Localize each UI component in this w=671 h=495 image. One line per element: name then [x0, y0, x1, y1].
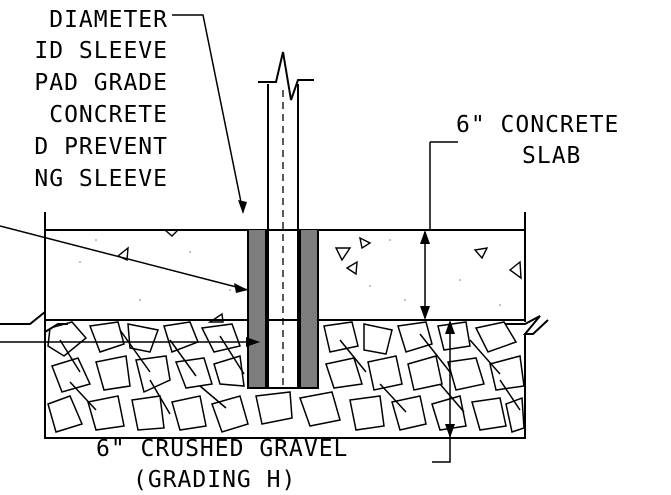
slab-break-lines [0, 309, 549, 335]
sleeve-note-line-5: D PREVENT [34, 134, 168, 160]
aggregate-marks [116, 229, 522, 323]
pipe-sleeve-assembly [247, 51, 319, 389]
slab-note-line-1: 6" CONCRETE [456, 112, 619, 138]
gravel-thickness-dimension [432, 322, 451, 463]
concrete-slab [0, 212, 549, 335]
crushed-gravel-base [44, 321, 526, 439]
gravel-note: 6" CRUSHED GRAVEL (GRADING H) [96, 436, 348, 493]
pipe-break-symbol [258, 51, 314, 101]
sleeve-right-wall [300, 230, 318, 388]
gravel-note-line-1: 6" CRUSHED GRAVEL [96, 436, 348, 462]
sleeve-note-line-1: DIAMETER [49, 7, 168, 33]
leader-sleeve [172, 14, 244, 213]
sleeve-left-wall [248, 230, 266, 388]
gravel-note-line-2: (GRADING H) [133, 467, 296, 493]
gravel-stones [47, 321, 525, 433]
arrowheads [234, 200, 455, 438]
slab-outline [44, 212, 526, 322]
leader-concrete-fill [0, 225, 249, 291]
sleeve-note-line-3: PAD GRADE [34, 70, 168, 96]
stipple-dots [79, 239, 501, 306]
leader-lines [0, 14, 458, 463]
sleeve-note-line-6: NG SLEEVE [34, 166, 168, 192]
slab-note: 6" CONCRETE SLAB [456, 112, 619, 169]
slab-note-line-2: SLAB [522, 143, 581, 169]
sleeve-note-line-4: CONCRETE [49, 102, 168, 128]
sleeve-outline [247, 230, 319, 389]
gravel-outline [44, 332, 526, 439]
sleeve-note: DIAMETER ID SLEEVE PAD GRADE CONCRETE D … [34, 7, 168, 192]
pipe-walls [267, 84, 299, 388]
sleeve-note-line-2: ID SLEEVE [34, 38, 168, 64]
